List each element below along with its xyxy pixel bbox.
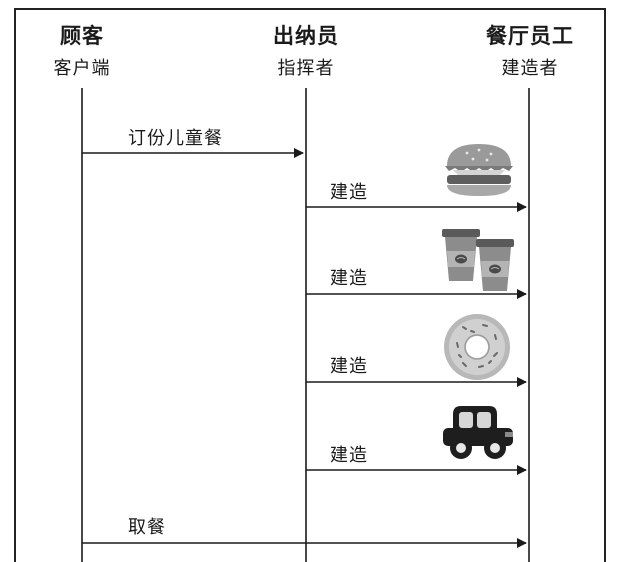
lane-title-customer: 顾客 [60, 24, 104, 48]
message-label-build-1: 建造 [330, 182, 368, 203]
coffee-cups-icon [442, 229, 514, 291]
lane-role-customer: 客户端 [53, 58, 111, 79]
message-label-order: 订份儿童餐 [128, 128, 223, 149]
burger-icon [445, 144, 513, 196]
toy-car-icon [443, 406, 513, 459]
message-label-build-4: 建造 [330, 445, 368, 466]
donut-icon [444, 314, 510, 380]
frame-right-border [604, 8, 606, 562]
lane-title-cashier: 出纳员 [273, 24, 339, 48]
lane-title-staff: 餐厅员工 [486, 24, 574, 48]
lane-role-cashier: 指挥者 [277, 58, 335, 79]
message-label-pickup: 取餐 [128, 517, 166, 538]
message-label-build-3: 建造 [330, 356, 368, 377]
frame-left-border [14, 8, 16, 562]
lane-role-staff: 建造者 [501, 58, 559, 79]
frame-top-border [14, 8, 606, 10]
message-label-build-2: 建造 [330, 268, 368, 289]
